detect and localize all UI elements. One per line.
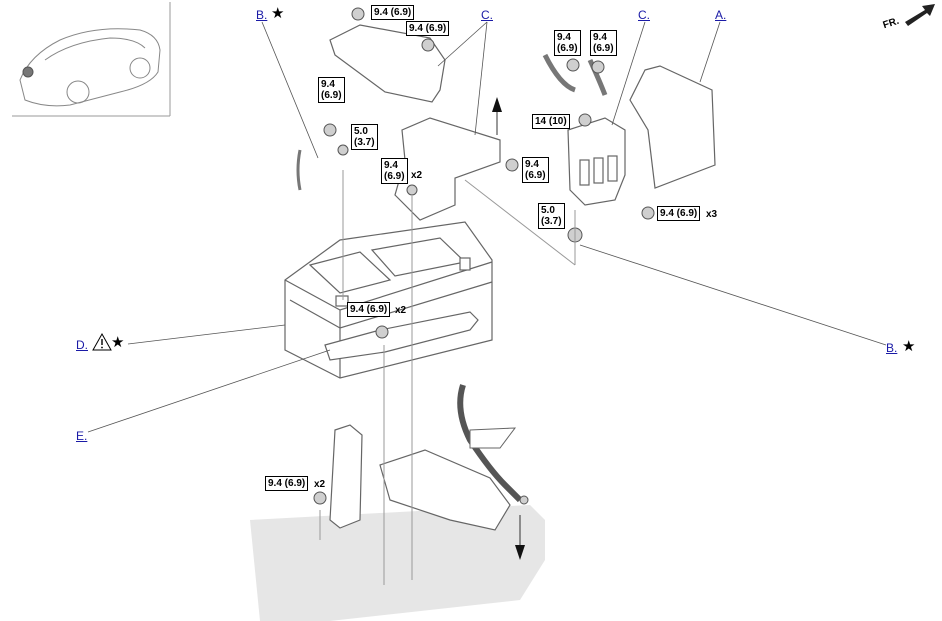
quantity-label: x2: [314, 479, 326, 490]
vehicle-locator-inset: [12, 2, 171, 117]
battery-tray: [329, 424, 363, 529]
torque-label: 5.0(3.7): [538, 203, 565, 229]
star-icon: ★: [271, 5, 285, 22]
side-wire: [296, 149, 302, 191]
torque-label: 9.4(6.9): [522, 157, 549, 183]
torque-label: 9.4 (6.9): [265, 476, 309, 491]
callout-b-right[interactable]: B.: [886, 341, 898, 355]
battery-cover: [329, 24, 446, 103]
torque-label: 9.4(6.9): [554, 30, 581, 56]
front-arrow-icon: [905, 4, 935, 26]
star-icon: ★: [902, 338, 916, 355]
quantity-label: x3: [706, 209, 718, 220]
ground-cable: [587, 58, 608, 96]
fuse-box: [567, 117, 626, 206]
hold-down-bar: [324, 311, 479, 361]
positive-cable: [542, 53, 576, 93]
torque-label: 5.0(3.7): [351, 124, 378, 150]
quantity-label: x2: [395, 305, 407, 316]
callout-c-top[interactable]: C.: [481, 8, 493, 22]
torque-label: 14 (10): [532, 114, 570, 129]
callout-c-right[interactable]: C.: [638, 8, 650, 22]
callout-b-top[interactable]: B.: [256, 8, 268, 22]
torque-label: 9.4 (6.9): [406, 21, 450, 36]
leader-lines: [87, 21, 887, 433]
torque-label: 9.4(6.9): [381, 158, 408, 184]
intake-duct: [629, 65, 716, 189]
callout-a[interactable]: A.: [715, 8, 727, 22]
floor-panel: [250, 505, 545, 621]
battery: [284, 221, 493, 379]
guide-lines: [319, 170, 576, 585]
fasteners: [313, 7, 655, 505]
callout-e[interactable]: E.: [76, 429, 88, 443]
warning-icon: [92, 332, 112, 351]
torque-label: 9.4(6.9): [318, 77, 345, 103]
callout-d[interactable]: D.: [76, 338, 88, 352]
quantity-label: x2: [411, 170, 423, 181]
star-icon: ★: [111, 334, 125, 351]
torque-label: 9.4 (6.9): [657, 206, 701, 221]
torque-label: 9.4 (6.9): [347, 302, 391, 317]
torque-label: 9.4(6.9): [590, 30, 617, 56]
direction-arrows: [492, 97, 525, 560]
torque-label: 9.4 (6.9): [371, 5, 415, 20]
upper-bracket: [394, 117, 501, 221]
